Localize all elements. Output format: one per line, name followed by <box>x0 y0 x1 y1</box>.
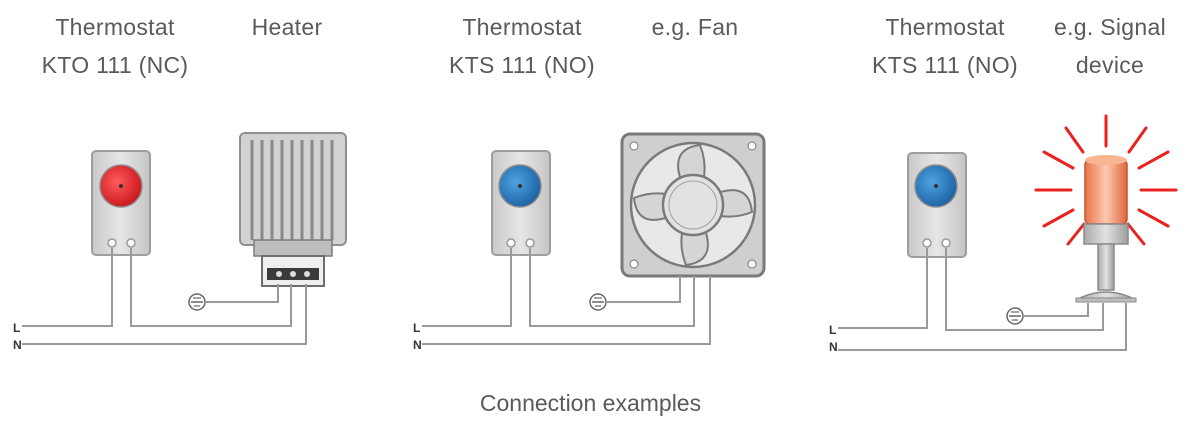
panel2-l-label: L <box>413 321 421 335</box>
fan-icon <box>620 132 766 278</box>
panel3-n-label: N <box>829 340 838 354</box>
panel1-thermostat-icon <box>91 150 151 256</box>
panel2-n-label: N <box>413 338 422 352</box>
panel3-device-label-2: device <box>1075 52 1145 78</box>
panel3-wires <box>838 248 1127 351</box>
panel1-n-label: N <box>13 338 22 352</box>
panel1-thermostat-title: Thermostat <box>55 14 175 40</box>
panel2-thermostat-icon <box>491 150 551 256</box>
panel1-ground-icon <box>188 293 206 311</box>
panel3-ground-icon <box>1006 307 1024 325</box>
panel2-thermostat-title: Thermostat <box>462 14 582 40</box>
panel3-thermostat-icon <box>907 152 967 258</box>
panel1-l-label: L <box>13 321 21 335</box>
panel1-thermostat-model: KTO 111 (NC) <box>41 52 189 78</box>
panel3-l-label: L <box>829 323 837 337</box>
panel3-thermostat-model: KTS 111 (NO) <box>872 52 1018 78</box>
panel3-device-label-1: e.g. Signal <box>1054 14 1166 40</box>
signal-beacon-icon <box>1034 114 1178 303</box>
panel2-device-label: e.g. Fan <box>651 14 739 40</box>
panel1-wires <box>22 248 307 345</box>
panel2-ground-icon <box>589 293 607 311</box>
heater-icon <box>239 132 347 287</box>
panel3-thermostat-title: Thermostat <box>885 14 1005 40</box>
panel1-device-label: Heater <box>251 14 323 40</box>
caption: Connection examples <box>479 390 702 416</box>
panel2-wires <box>422 248 711 345</box>
panel2-thermostat-model: KTS 111 (NO) <box>449 52 595 78</box>
